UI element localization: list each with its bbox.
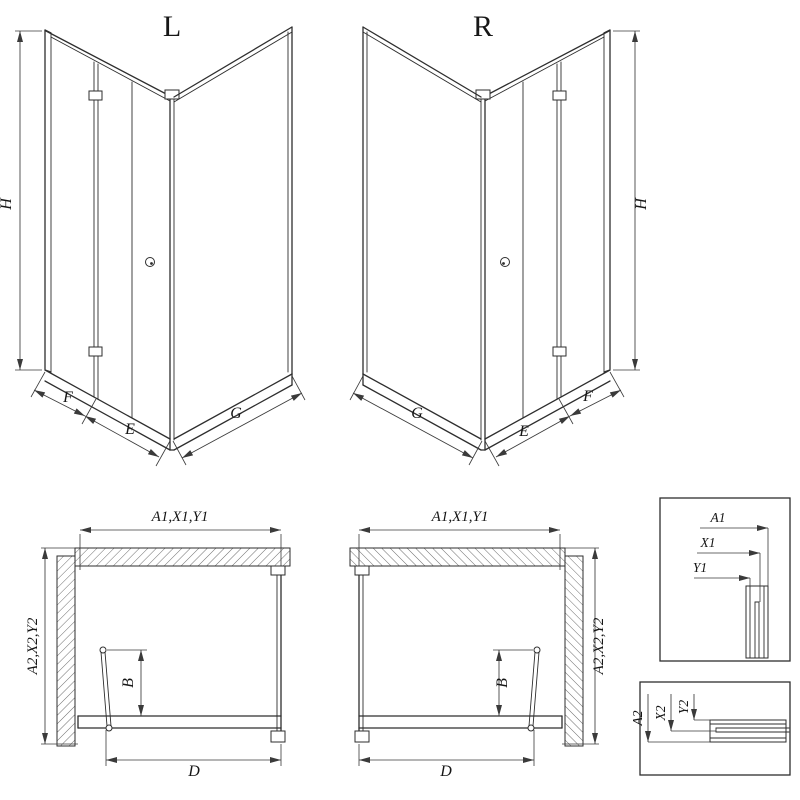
iso-left-dim-h: H bbox=[0, 197, 15, 211]
iso-left-title: L bbox=[163, 10, 181, 43]
iso-view-right: R H F E G bbox=[350, 10, 650, 466]
plan-left-dim-door: B bbox=[120, 678, 137, 688]
plan-geometry-right bbox=[350, 530, 599, 766]
plan-geometry-left bbox=[41, 530, 290, 766]
iso-left-dim-e: E bbox=[124, 421, 135, 438]
detail-floor-dim-x2: X2 bbox=[653, 705, 668, 721]
plan-right-dim-depth: A2,X2,Y2 bbox=[591, 617, 607, 675]
plan-right-dim-entry: D bbox=[439, 763, 452, 780]
detail-floor-dim-a2: A2 bbox=[630, 710, 645, 726]
plan-right-dim-width: A1,X1,Y1 bbox=[431, 509, 489, 525]
plan-left-dim-depth: A2,X2,Y2 bbox=[25, 617, 41, 675]
iso-right-dim-f: F bbox=[582, 388, 593, 405]
iso-left-dim-f: F bbox=[62, 389, 73, 406]
iso-geometry-right bbox=[350, 27, 640, 466]
iso-right-title: R bbox=[473, 10, 493, 43]
detail-wall-dim-a1: A1 bbox=[710, 510, 726, 525]
plan-view-right: A1,X1,Y1 A2,X2,Y2 B D bbox=[350, 509, 607, 780]
plan-right-dim-door: B bbox=[494, 678, 511, 688]
iso-left-dim-g: G bbox=[230, 405, 242, 422]
iso-right-dim-h: H bbox=[633, 197, 650, 211]
plan-left-dim-width: A1,X1,Y1 bbox=[151, 509, 209, 525]
detail-floor-profile: A2 X2 Y2 bbox=[630, 681, 791, 776]
iso-view-left: L H F E G bbox=[0, 10, 305, 466]
plan-left-dim-entry: D bbox=[187, 763, 200, 780]
detail-wall-dim-x1: X1 bbox=[700, 535, 716, 550]
plan-view-left: A1,X1,Y1 A2,X2,Y2 B D bbox=[25, 509, 290, 780]
detail-wall-dim-y1: Y1 bbox=[693, 560, 707, 575]
iso-right-dim-e: E bbox=[518, 423, 529, 440]
detail-floor-dim-y2: Y2 bbox=[676, 700, 691, 715]
iso-right-dim-g: G bbox=[411, 405, 423, 422]
detail-wall-profile: A1 X1 Y1 bbox=[659, 497, 791, 662]
iso-geometry-left bbox=[15, 27, 305, 466]
